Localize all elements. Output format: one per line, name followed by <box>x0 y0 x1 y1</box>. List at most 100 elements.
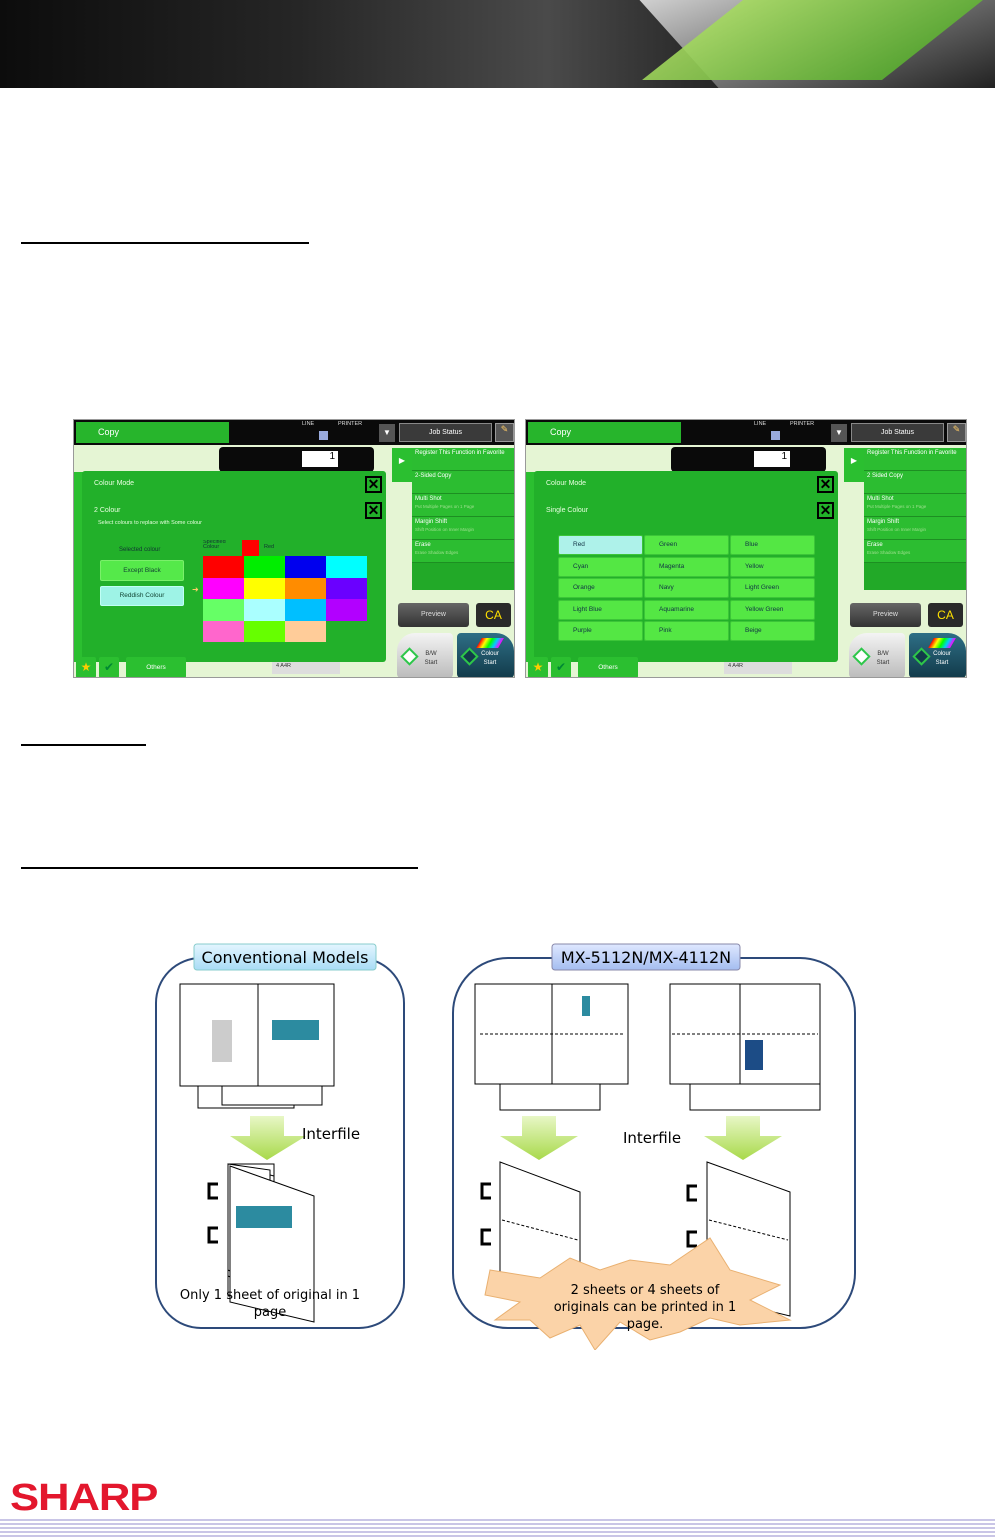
paper-tray-indicator: 4 A4R <box>724 662 792 674</box>
printer-status-icon <box>319 431 328 440</box>
function-list-item[interactable]: 2-Sided Copy <box>412 471 514 494</box>
copy-count-input[interactable]: 1 <box>754 451 790 467</box>
staple-marks <box>207 1182 697 1248</box>
clear-all-button[interactable]: CA <box>928 603 963 627</box>
printer-indicator: PRINTER <box>338 421 363 427</box>
close-icon[interactable]: ✕ <box>365 502 382 519</box>
dialog-title: Colour Mode <box>546 480 587 487</box>
preview-button[interactable]: Preview <box>850 603 921 627</box>
conventional-title: Conventional Models <box>202 948 369 967</box>
bw-start-button[interactable]: B/W Start <box>397 633 453 677</box>
selected-colour-label: Selected colour <box>119 547 161 553</box>
colour-option-yellow[interactable]: Yellow <box>730 556 815 577</box>
colour-option-purple[interactable]: Purple <box>558 621 643 641</box>
colour-option-pink[interactable]: Pink <box>644 621 729 641</box>
paper-tray-indicator: 4 A4R <box>272 662 340 674</box>
palette-swatch[interactable] <box>285 577 326 599</box>
palette-swatch[interactable] <box>244 620 285 642</box>
colour-option-beige[interactable]: Beige <box>730 621 815 641</box>
function-title: Erase <box>415 542 431 548</box>
palette-swatch[interactable] <box>326 599 367 621</box>
palette-swatch[interactable] <box>285 599 326 621</box>
colour-name: Cyan <box>573 562 589 570</box>
colour-option-red[interactable]: Red <box>558 535 643 555</box>
user-icon[interactable]: ✎ <box>947 423 966 442</box>
right-panel-toggle[interactable]: ▶ <box>844 448 864 482</box>
close-icon[interactable]: ✕ <box>365 476 382 493</box>
colour-mode-name: Single Colour <box>546 507 589 514</box>
colour-option-magenta[interactable]: Magenta <box>644 556 729 577</box>
favorites-star-button[interactable]: ★ <box>76 657 96 677</box>
palette-swatch[interactable] <box>203 620 244 642</box>
colour-option-light-green[interactable]: Light Green <box>730 578 815 598</box>
palette-swatch[interactable] <box>203 599 244 621</box>
specified-colour-swatch <box>242 540 259 556</box>
colour-option-cyan[interactable]: Cyan <box>558 556 643 577</box>
right-caption-line-3: page. <box>627 1317 664 1332</box>
colour-mode-dialog: Colour Mode✕2 Colour✕Select colours to r… <box>82 471 386 662</box>
palette-swatch[interactable] <box>244 599 285 621</box>
function-title: Multi Shot <box>415 496 442 502</box>
check-button[interactable]: ✔ <box>99 657 119 677</box>
copy-count-input[interactable]: 1 <box>302 451 338 467</box>
colour-option-yellow-green[interactable]: Yellow Green <box>730 599 815 620</box>
job-status-button[interactable]: Job Status <box>851 423 944 442</box>
copy-mode-tab[interactable]: Copy <box>76 422 229 443</box>
start-icon <box>400 647 419 666</box>
right-panel-toggle[interactable]: ▶ <box>392 448 412 482</box>
dropdown-button[interactable]: ▼ <box>379 424 395 442</box>
palette-swatch[interactable] <box>244 556 285 578</box>
job-status-button[interactable]: Job Status <box>399 423 492 442</box>
copy-mode-tab[interactable]: Copy <box>528 422 681 443</box>
new-model-title: MX-5112N/MX-4112N <box>561 948 731 967</box>
start-icon <box>912 647 931 666</box>
palette-swatch[interactable] <box>203 577 244 599</box>
favorites-star-button[interactable]: ★ <box>528 657 548 677</box>
left-panel-edge <box>74 472 84 662</box>
palette-swatch[interactable] <box>244 577 285 599</box>
palette-swatch[interactable] <box>285 620 326 642</box>
except-black-button[interactable]: Except Black <box>100 560 184 581</box>
bw-start-button[interactable]: B/W Start <box>849 633 905 677</box>
section-underline-3 <box>21 867 418 869</box>
colour-option-orange[interactable]: Orange <box>558 578 643 598</box>
palette-swatch[interactable] <box>326 577 367 599</box>
colour-start-label: Colour Start <box>481 651 499 666</box>
close-icon[interactable]: ✕ <box>817 476 834 493</box>
palette-swatch[interactable] <box>326 556 367 578</box>
colour-mode-name: 2 Colour <box>94 507 121 514</box>
reddish-colour-button[interactable]: Reddish Colour <box>100 586 184 606</box>
function-list-item[interactable]: 2 Sided Copy <box>864 471 966 494</box>
palette-swatch[interactable] <box>285 556 326 578</box>
colour-option-green[interactable]: Green <box>644 535 729 555</box>
dropdown-button[interactable]: ▼ <box>831 424 847 442</box>
others-button[interactable]: Others <box>578 657 638 677</box>
colour-option-aquamarine[interactable]: Aquamarine <box>644 599 729 620</box>
function-title: 2 Sided Copy <box>867 473 904 479</box>
colour-option-navy[interactable]: Navy <box>644 578 729 598</box>
check-button[interactable]: ✔ <box>551 657 571 677</box>
function-subtitle: Shift Position on Inner Margin <box>415 527 475 532</box>
colour-option-light-blue[interactable]: Light Blue <box>558 599 643 620</box>
user-icon[interactable]: ✎ <box>495 423 514 442</box>
close-icon[interactable]: ✕ <box>817 502 834 519</box>
line-indicator: LINE <box>302 421 315 427</box>
instruction-text: Select colours to replace with Some colo… <box>98 520 202 526</box>
colour-option-blue[interactable]: Blue <box>730 535 815 555</box>
preview-button[interactable]: Preview <box>398 603 469 627</box>
clear-all-button[interactable]: CA <box>476 603 511 627</box>
left-caption-line-1: Only 1 sheet of original in 1 <box>180 1288 360 1303</box>
line-indicator: LINE <box>754 421 767 427</box>
others-button[interactable]: Others <box>126 657 186 677</box>
palette-swatch[interactable] <box>203 556 244 578</box>
function-list-item[interactable]: Register This Function in Favorite <box>864 448 966 471</box>
function-list-item[interactable]: Register This Function in Favorite <box>412 448 514 471</box>
colour-name: Magenta <box>659 562 685 570</box>
